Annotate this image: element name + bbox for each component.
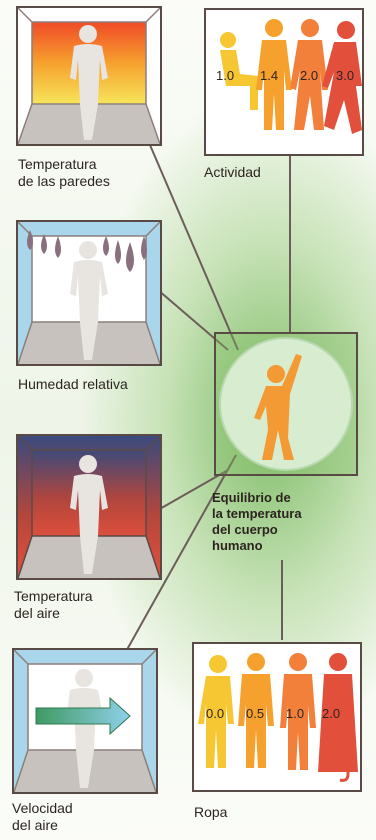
activity-value-3: 2.0 <box>300 68 318 83</box>
panel-wall-temperature <box>16 6 162 146</box>
room-air-speed-graphic <box>14 650 156 792</box>
panel-air-speed <box>12 648 158 794</box>
clothing-value-1: 0.0 <box>206 706 224 721</box>
label-wall-temperature: Temperatura de las paredes <box>18 156 110 190</box>
panel-humidity <box>16 220 162 366</box>
label-humidity: Humedad relativa <box>18 376 128 393</box>
panel-activity: 1.0 1.4 2.0 3.0 <box>204 8 364 156</box>
activity-value-2: 1.4 <box>260 68 278 83</box>
clothing-value-2: 0.5 <box>246 706 264 721</box>
label-clothing: Ropa <box>194 804 227 821</box>
clothing-value-3: 1.0 <box>286 706 304 721</box>
room-humidity-graphic <box>18 222 160 364</box>
panel-clothing: 0.0 0.5 1.0 2.0 <box>192 642 362 792</box>
label-activity: Actividad <box>204 164 261 181</box>
room-air-temp-graphic <box>18 436 160 578</box>
panel-air-temperature <box>16 434 162 580</box>
activity-value-4: 3.0 <box>336 68 354 83</box>
center-label: Equilibrio de la temperatura del cuerpo … <box>212 490 302 554</box>
room-wall-temp-graphic <box>18 8 160 144</box>
activity-value-1: 1.0 <box>216 68 234 83</box>
center-circle-graphic <box>216 334 356 474</box>
center-box <box>214 332 358 476</box>
clothing-value-4: 2.0 <box>322 706 340 721</box>
label-air-temperature: Temperatura del aire <box>14 588 93 622</box>
label-air-speed: Velocidad del aire <box>12 800 73 834</box>
